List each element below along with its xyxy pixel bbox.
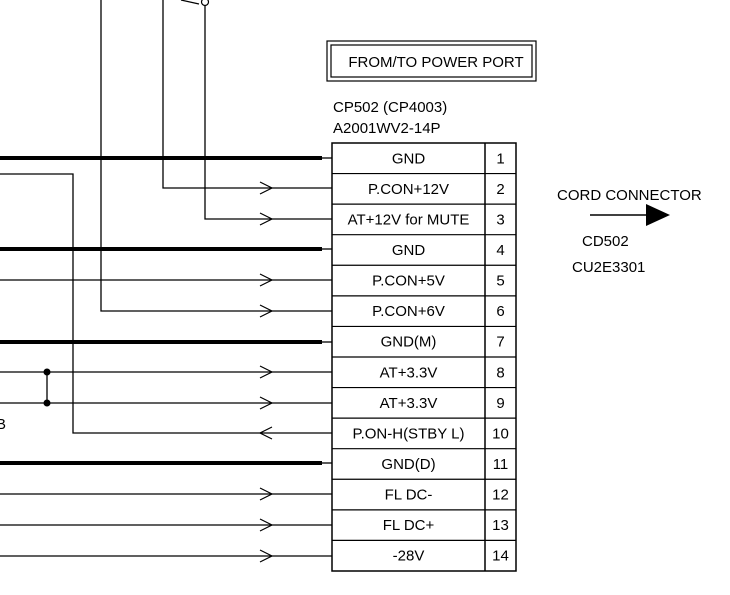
- pin-row: FL DC- 12: [385, 487, 509, 504]
- pin-number: 2: [496, 181, 504, 198]
- cord-connector-ref: CD502: [582, 233, 629, 250]
- edge-label: B: [0, 416, 6, 433]
- pin-name: FL DC+: [383, 517, 435, 534]
- pin-number: 5: [496, 273, 504, 290]
- pin-name: GND(D): [381, 456, 435, 473]
- connector-part-number: A2001WV2-14P: [333, 120, 441, 137]
- pin-name: AT+3.3V: [380, 395, 438, 412]
- pin-name: GND: [392, 150, 426, 167]
- pin-row: -28V 14: [393, 548, 509, 565]
- pin-row: GND(M) 7: [381, 334, 505, 351]
- pin-number: 14: [492, 548, 509, 565]
- power-port-label: FROM/TO POWER PORT: [348, 54, 523, 71]
- pin-row: AT+12V for MUTE 3: [348, 211, 505, 228]
- pin-row: P.CON+12V 2: [368, 181, 505, 198]
- pin-row: P.ON-H(STBY L) 10: [353, 425, 509, 442]
- pin-row: AT+3.3V 9: [380, 395, 505, 412]
- pin-name: P.ON-H(STBY L): [353, 425, 465, 442]
- pin-number: 7: [496, 334, 504, 351]
- pin-name: P.CON+12V: [368, 181, 449, 198]
- pin-name: P.CON+6V: [372, 303, 445, 320]
- connector-ref: CP502 (CP4003): [333, 99, 447, 116]
- pin-name: P.CON+5V: [372, 273, 445, 290]
- cord-connector-part: CU2E3301: [572, 259, 645, 276]
- pin-row: AT+3.3V 8: [380, 364, 505, 381]
- power-port-label-box: FROM/TO POWER PORT: [326, 40, 537, 82]
- switch-terminal: [200, 0, 210, 7]
- pin-number: 9: [496, 395, 504, 412]
- cord-connector-label: CORD CONNECTOR: [557, 187, 702, 204]
- pin-row: P.CON+6V 6: [372, 303, 505, 320]
- arrow-right-icon: [646, 204, 670, 226]
- pin-number: 3: [496, 211, 504, 228]
- pin-number: 6: [496, 303, 504, 320]
- pin-name: AT+12V for MUTE: [348, 211, 470, 228]
- wiring: [0, 0, 332, 563]
- pin-row: FL DC+ 13: [383, 517, 509, 534]
- pin-number: 11: [493, 456, 509, 473]
- pin-name: GND(M): [381, 334, 437, 351]
- pin-name: FL DC-: [385, 487, 433, 504]
- pin-number: 4: [496, 242, 504, 259]
- wire-pin-10: [0, 173, 332, 434]
- wire-pin-2: [162, 0, 332, 189]
- pin-row: GND 4: [392, 242, 505, 259]
- wire-pin-6: [100, 0, 332, 312]
- pin-number: 1: [496, 150, 504, 167]
- pin-row: P.CON+5V 5: [372, 273, 505, 290]
- pin-number: 12: [492, 487, 509, 504]
- pin-number: 8: [496, 364, 504, 381]
- cord-connector: CORD CONNECTOR CD502 CU2E3301: [557, 187, 702, 276]
- pin-number: 10: [492, 425, 509, 442]
- pin-name: GND: [392, 242, 426, 259]
- pin-number: 13: [492, 517, 509, 534]
- switch-contact: [180, 0, 200, 5]
- pin-row: GND 1: [392, 150, 505, 167]
- pin-row: GND(D) 11: [381, 456, 508, 473]
- wire-pin-3: [204, 6, 332, 220]
- pin-name: -28V: [393, 548, 425, 565]
- pin-name: AT+3.3V: [380, 364, 438, 381]
- connector-body: [331, 142, 517, 572]
